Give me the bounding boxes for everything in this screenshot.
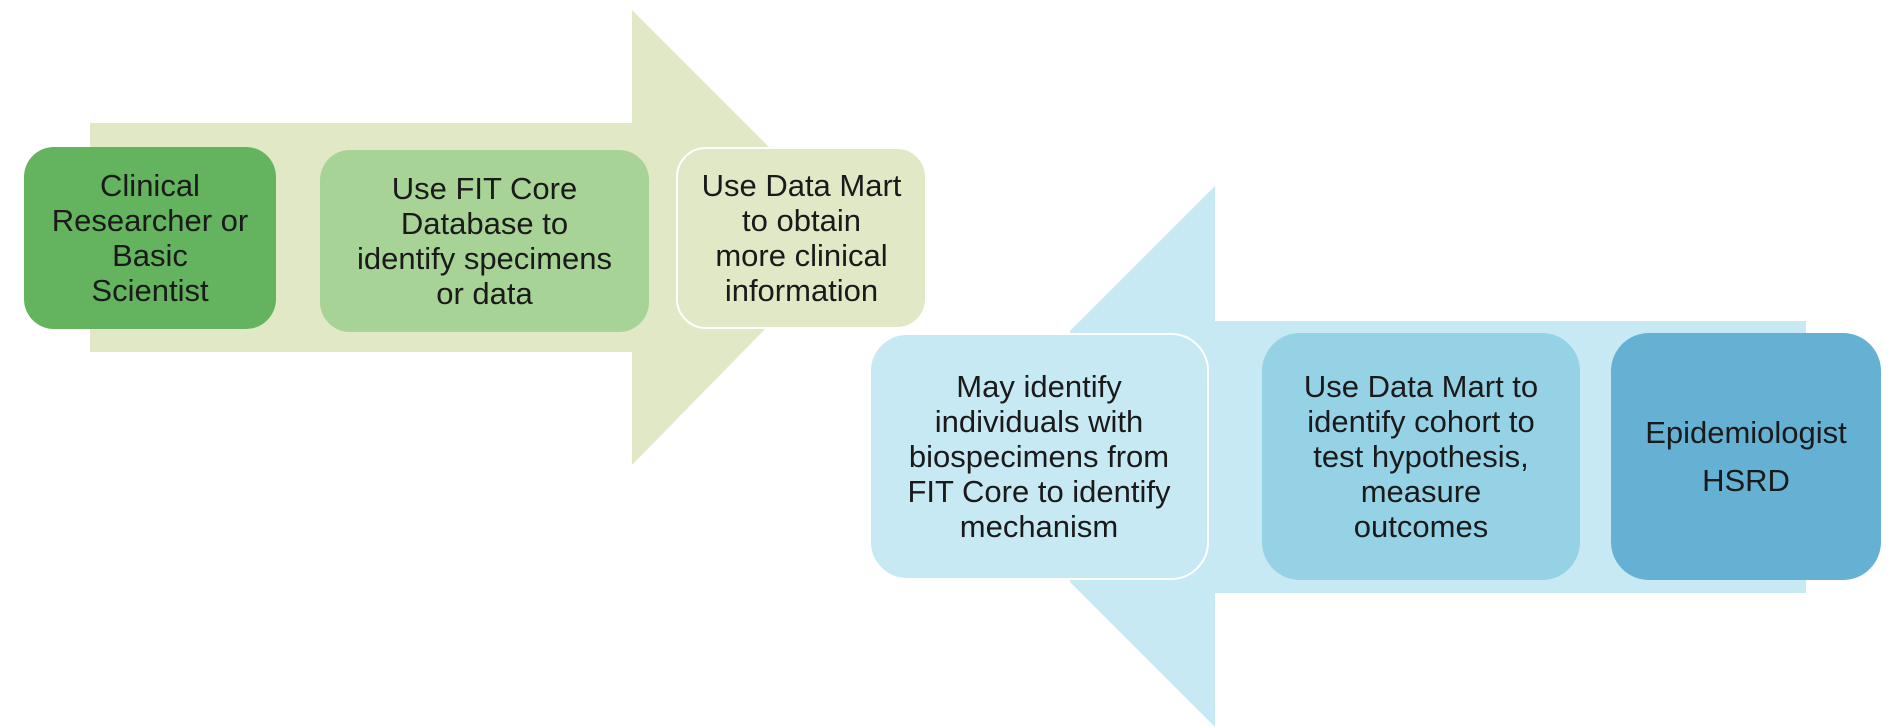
box-line: Use Data Mart bbox=[701, 168, 902, 203]
box-line: Use Data Mart to bbox=[1303, 369, 1539, 404]
box-line: Use FIT Core bbox=[391, 171, 578, 206]
box-line: Clinical bbox=[100, 168, 200, 203]
box-line: information bbox=[724, 273, 879, 308]
box-line: Scientist bbox=[91, 273, 209, 308]
box-line: May identify bbox=[956, 369, 1122, 404]
box-line: Database to bbox=[400, 206, 569, 241]
box-line: Basic bbox=[112, 238, 188, 273]
box-line: more clinical bbox=[715, 238, 888, 273]
box-line: measure bbox=[1360, 474, 1482, 509]
box-line: HSRD bbox=[1702, 462, 1790, 498]
epidemiologist-box: Epidemiologist HSRD bbox=[1611, 333, 1881, 580]
box-line: mechanism bbox=[959, 509, 1119, 544]
box-line: identify specimens bbox=[356, 241, 612, 276]
box-line: Epidemiologist bbox=[1645, 414, 1847, 450]
box-line: Researcher or bbox=[51, 203, 249, 238]
clinical-researcher-box: Clinical Researcher or Basic Scientist bbox=[24, 147, 276, 329]
box-line: to obtain bbox=[742, 203, 861, 238]
box-line: identify cohort to bbox=[1307, 404, 1535, 439]
identify-individuals-box: May identify individuals with biospecime… bbox=[869, 333, 1209, 580]
box-line: individuals with bbox=[934, 404, 1144, 439]
box-line: outcomes bbox=[1353, 509, 1489, 544]
box-line: biospecimens from bbox=[908, 439, 1170, 474]
box-line: test hypothesis, bbox=[1313, 439, 1529, 474]
box-line: FIT Core to identify bbox=[907, 474, 1171, 509]
box-line: or data bbox=[436, 276, 533, 311]
data-mart-clinical-box: Use Data Mart to obtain more clinical in… bbox=[676, 147, 927, 329]
data-mart-cohort-box: Use Data Mart to identify cohort to test… bbox=[1262, 333, 1580, 580]
fit-core-database-box: Use FIT Core Database to identify specim… bbox=[320, 150, 649, 332]
